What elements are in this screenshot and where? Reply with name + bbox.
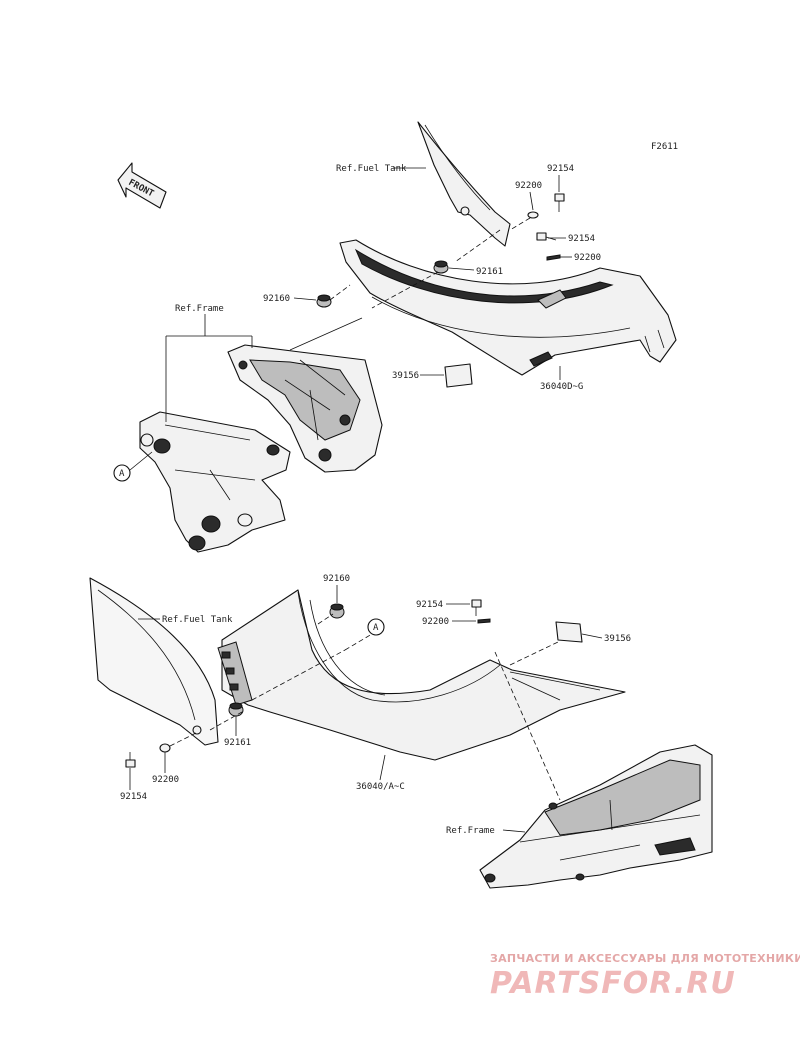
label-92161-top: 92161 — [476, 267, 503, 277]
label-92154-top-b: 92154 — [568, 234, 595, 244]
washer-92200-top-b — [546, 254, 561, 261]
figure-code: F2611 — [651, 142, 678, 152]
label-92200-top-b: 92200 — [574, 253, 601, 263]
label-92200-bottom-r: 92200 — [422, 617, 449, 627]
pad-39156-bottom — [555, 621, 583, 643]
grommet-92160-bottom — [329, 603, 345, 619]
label-36040-top: 36040D~G — [540, 382, 583, 392]
label-39156-bottom: 39156 — [604, 634, 631, 644]
top-view: Ref.Fuel Tank — [113, 121, 677, 553]
frame-bracket — [227, 317, 383, 473]
pad-39156-top — [444, 363, 473, 388]
side-cover-left — [217, 589, 626, 761]
grommet-92161-bottom — [228, 702, 244, 717]
washer-92200-top-a — [527, 211, 539, 219]
fuel-tank-top — [417, 121, 511, 247]
callout-letter-top: A — [119, 469, 125, 479]
callout-letter-bottom: A — [373, 623, 379, 633]
bolt-92154-bottom-l — [125, 752, 136, 768]
washer-92200-bottom-r — [477, 618, 491, 624]
label-92200-top-a: 92200 — [515, 181, 542, 191]
rear-frame — [479, 744, 713, 889]
fuel-tank-bottom — [89, 577, 219, 746]
bolt-92154-bottom-r — [471, 599, 482, 616]
front-arrow-icon: FRONT — [117, 162, 167, 209]
label-92160-top: 92160 — [263, 294, 290, 304]
watermark-logo: PARTSFOR.RU — [490, 966, 736, 1001]
bottom-view: Ref.Fuel Tank — [89, 574, 713, 889]
washer-92200-bottom-l — [159, 743, 171, 753]
callout-a-bottom: A — [367, 618, 385, 636]
watermark-tagline: ЗАПЧАСТИ И АКСЕССУАРЫ ДЛЯ МОТОТЕХНИКИ — [490, 952, 800, 965]
label-92154-bottom-r: 92154 — [416, 600, 443, 610]
bolt-92154-top-b — [536, 232, 557, 241]
label-39156-top: 39156 — [392, 371, 419, 381]
ref-frame-bottom: Ref.Frame — [446, 826, 495, 836]
label-92154-top-a: 92154 — [547, 164, 574, 174]
label-36040-bottom: 36040/A~C — [356, 782, 405, 792]
ref-fuel-tank-bottom: Ref.Fuel Tank — [162, 615, 233, 625]
ref-frame-top: Ref.Frame — [175, 304, 224, 314]
label-92161-bottom: 92161 — [224, 738, 251, 748]
frame-lower — [139, 411, 291, 553]
callout-a-top: A — [113, 451, 153, 482]
label-92160-bottom: 92160 — [323, 574, 350, 584]
label-92154-bottom-l: 92154 — [120, 792, 147, 802]
grommet-92160-top — [316, 294, 332, 308]
watermark: ЗАПЧАСТИ И АКСЕССУАРЫ ДЛЯ МОТОТЕХНИКИ PA… — [490, 952, 800, 1001]
side-cover-right — [339, 239, 677, 376]
grommet-92161-top — [433, 260, 449, 274]
bolt-92154-top-a — [554, 193, 565, 212]
label-92200-bottom-l: 92200 — [152, 775, 179, 785]
ref-fuel-tank-top: Ref.Fuel Tank — [336, 164, 407, 174]
